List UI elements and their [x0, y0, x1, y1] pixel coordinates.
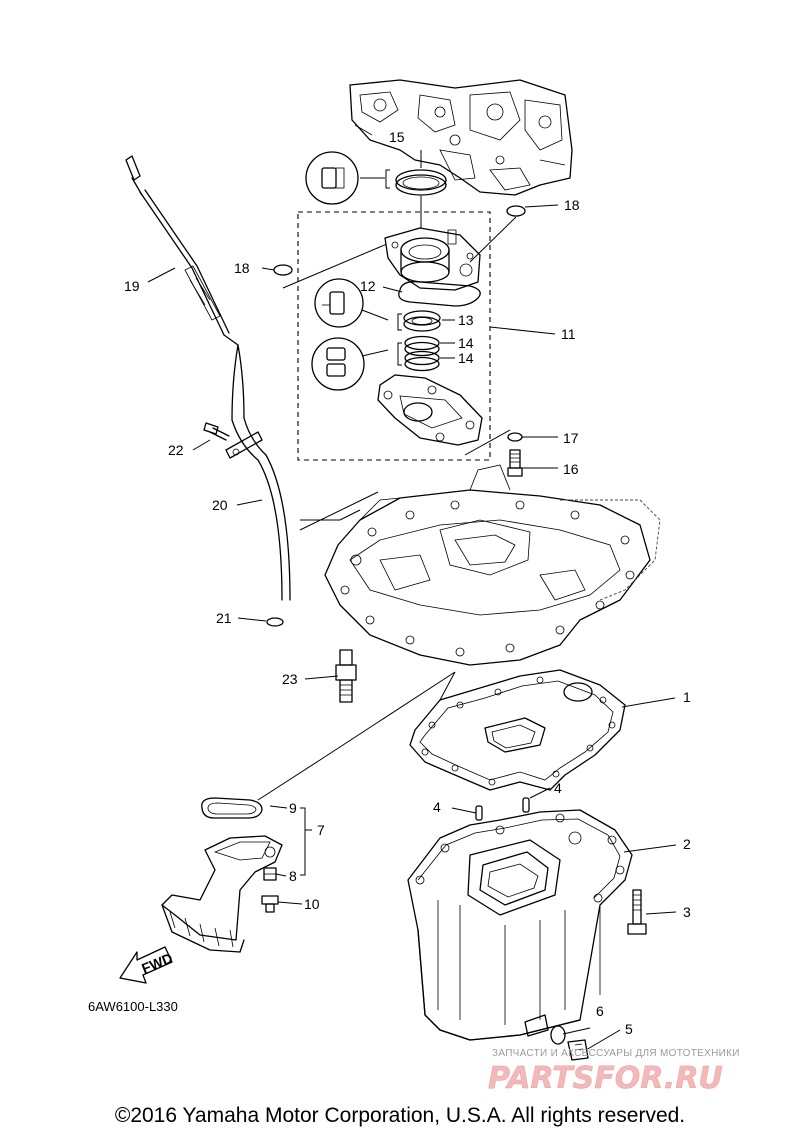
watermark-brand: PARTSFOR.RU: [488, 1061, 723, 1096]
callout-18-right: 18: [564, 197, 580, 213]
part-18-o-ring-left: [273, 264, 293, 276]
callout-11: 11: [561, 326, 576, 342]
callout-13: 13: [458, 312, 474, 328]
part-20-oil-level-guide: [223, 334, 291, 601]
part-23-sensor: [335, 649, 357, 703]
part-12-gasket-loop: [398, 281, 481, 307]
callout-3: 3: [683, 904, 691, 920]
callout-15: 15: [389, 129, 405, 145]
callout-7: 7: [317, 822, 325, 838]
callout-10: 10: [304, 896, 320, 912]
part-16-bolt: [507, 449, 523, 477]
callout-6: 6: [596, 1003, 604, 1019]
part-6-gasket: [550, 1025, 566, 1045]
callout-leaders: [147, 150, 677, 1051]
callout-16: 16: [563, 461, 579, 477]
callout-4-right: 4: [554, 780, 562, 796]
callout-1: 1: [683, 689, 691, 705]
assembly-group-box: [297, 211, 491, 461]
oil-pump-housing-upper: [384, 216, 517, 291]
part-8-nut: [263, 867, 277, 881]
part-1-gasket: [409, 669, 626, 791]
part-13-oil-seal: [403, 310, 441, 332]
callout-4-left: 4: [433, 799, 441, 815]
watermark-tagline: ЗАПЧАСТИ И АКСЕССУАРЫ ДЛЯ МОТОТЕХНИКИ: [492, 1048, 740, 1059]
part-7-oil-strainer: [161, 797, 283, 953]
part-17-washer: [507, 432, 523, 442]
fwd-arrow-label: FWD: [139, 950, 175, 977]
copyright-notice: ©2016 Yamaha Motor Corporation, U.S.A. A…: [114, 1104, 686, 1127]
part-22-bolt: [203, 422, 230, 441]
part-14-seals: [404, 335, 440, 372]
fwd-direction-arrow: FWD: [119, 946, 175, 984]
seal-inset-2: [314, 278, 402, 331]
part-15-seal-ring: [395, 169, 447, 240]
callout-numbers: 15 18 18 19 12 13 11 14 14 17 22 16 20 2…: [124, 129, 691, 1037]
callout-22: 22: [168, 442, 184, 458]
part-2-oil-pan: [407, 809, 633, 1041]
exhaust-guide-case: [300, 464, 661, 666]
callout-23: 23: [282, 671, 298, 687]
callout-19: 19: [124, 278, 140, 294]
part-5-drain-bolt: [567, 1039, 589, 1061]
seal-inset-3: [311, 337, 402, 391]
seal-cross-section-inset: [305, 151, 390, 205]
oil-pump-housing-lower: [377, 374, 483, 446]
callout-20: 20: [212, 497, 228, 513]
callout-21: 21: [216, 610, 232, 626]
part-3-bolt: [627, 889, 647, 935]
callout-9: 9: [289, 800, 297, 816]
part-18-o-ring-right: [506, 205, 526, 217]
diagram-code: 6AW6100-L330: [88, 999, 178, 1014]
callout-18-left: 18: [234, 260, 250, 276]
callout-5: 5: [625, 1021, 633, 1037]
callout-2: 2: [683, 836, 691, 852]
callout-14-bottom: 14: [458, 350, 474, 366]
callout-14-top: 14: [458, 335, 474, 351]
part-19-dipstick: [125, 155, 230, 336]
engine-block-outline: [349, 79, 573, 196]
callout-17: 17: [563, 430, 579, 446]
part-21-o-ring: [266, 617, 284, 627]
callout-8: 8: [289, 868, 297, 884]
part-10-bolt: [261, 895, 279, 913]
callout-12: 12: [360, 278, 376, 294]
